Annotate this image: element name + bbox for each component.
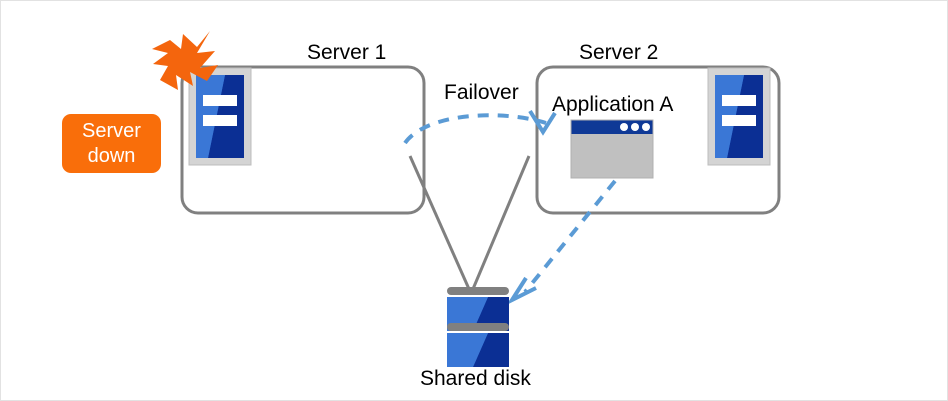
application-window-icon bbox=[570, 119, 654, 179]
server-down-line2: down bbox=[87, 144, 136, 167]
application-a-label: Application A bbox=[552, 93, 674, 116]
shared-disk-icon bbox=[447, 287, 509, 367]
server1-tower-icon bbox=[188, 67, 252, 166]
server2-to-disk-line bbox=[471, 155, 531, 290]
disk-access-dashed-arrow-icon bbox=[506, 179, 617, 306]
server-down-line1: Server bbox=[82, 120, 141, 143]
failover-label: Failover bbox=[444, 81, 519, 104]
server1-title: Server 1 bbox=[307, 41, 387, 64]
server2-title: Server 2 bbox=[579, 41, 659, 64]
failover-dashed-arrow-icon bbox=[403, 109, 557, 145]
server1-to-disk-line bbox=[408, 155, 471, 290]
server2-tower-icon bbox=[707, 67, 771, 166]
shared-disk-label: Shared disk bbox=[420, 367, 531, 390]
server-down-badge[interactable]: Server down bbox=[62, 114, 161, 173]
lightning-burst-icon bbox=[152, 31, 218, 90]
